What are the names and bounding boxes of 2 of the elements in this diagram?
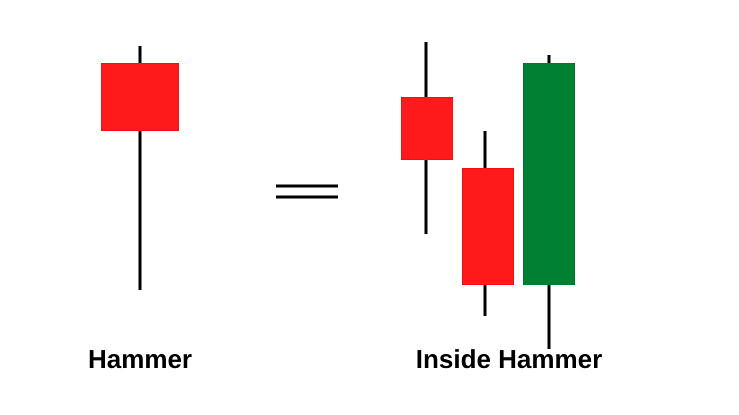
chart-caption: Inside Hammer: [416, 344, 602, 374]
chart-caption: Hammer: [88, 344, 192, 374]
